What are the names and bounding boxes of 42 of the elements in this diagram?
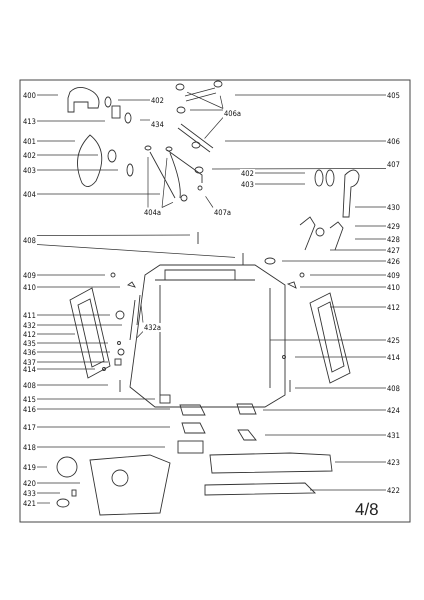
leader-line	[36, 482, 80, 484]
leader-line	[140, 304, 144, 323]
leader-line	[36, 492, 60, 494]
leader-line	[36, 426, 170, 428]
leader-line	[36, 314, 110, 316]
leader-line	[36, 368, 96, 370]
leader-line	[36, 234, 190, 236]
leader-line	[310, 274, 386, 276]
leader-line	[294, 356, 386, 358]
leader-line	[212, 168, 386, 170]
leader-line	[220, 95, 224, 109]
leader-line	[204, 117, 224, 139]
leader-line	[36, 244, 236, 258]
leader-line	[136, 331, 144, 338]
leader-line	[36, 274, 106, 276]
leader-line	[162, 158, 168, 208]
leader-line	[282, 260, 386, 262]
leader-line	[205, 196, 214, 208]
leader-line	[224, 140, 386, 142]
leader-line	[36, 466, 48, 468]
leader-line	[330, 306, 386, 308]
page-number: 4/8	[355, 500, 379, 520]
leader-line	[36, 384, 108, 386]
leader-line	[36, 140, 76, 142]
leader-line	[36, 154, 98, 156]
leader-line	[36, 120, 106, 122]
leader-line	[354, 206, 386, 208]
leader-line	[300, 286, 386, 288]
leader-line	[354, 238, 386, 240]
leader-line	[36, 398, 156, 400]
leader-line	[186, 92, 224, 109]
leader-line	[234, 94, 386, 96]
leader-line	[36, 324, 122, 326]
leader-line	[36, 408, 170, 410]
leader-line	[36, 94, 58, 96]
leader-line	[162, 202, 174, 208]
leader-line	[36, 446, 166, 448]
leader-line	[36, 502, 50, 504]
leader-line	[264, 434, 386, 436]
leader-line	[36, 342, 108, 344]
leader-line	[36, 286, 120, 288]
leader-line	[254, 172, 306, 174]
